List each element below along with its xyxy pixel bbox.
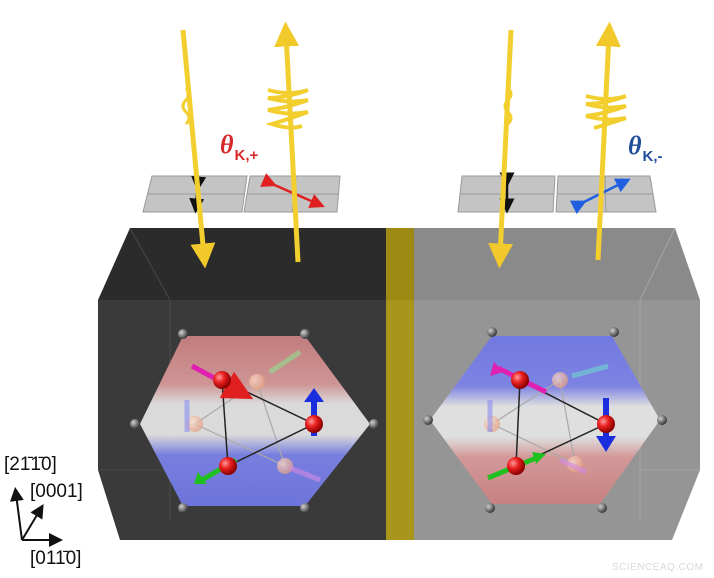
axis-label-horizontal: [011̄0] [30,548,82,569]
left-crystal-structure [130,329,379,513]
axis-label-vertical: [21̄1̄0] [4,454,57,475]
watermark: SCIENCEAQ.COM [612,562,704,573]
light-beams [180,21,627,269]
right-hexagon [430,336,660,504]
kerr-angle-minus-label: θK,- [628,131,663,165]
block-top-face-dark [98,228,386,300]
atom [219,457,237,475]
atom [507,457,525,475]
reflected-beam-right [595,21,621,261]
atom [597,415,615,433]
atom [511,371,529,389]
incident-beam-right [488,29,514,269]
block-top-face-light [414,228,700,300]
right-crystal-structure [423,327,667,513]
polarizer-plates [142,172,657,215]
atom [305,415,323,433]
incident-beam-left [180,29,216,269]
left-hexagon [140,336,370,506]
axis-label-diagonal: [0001] [30,481,83,502]
reflected-beam-left [274,21,301,263]
atom [213,371,231,389]
domain-wall [386,228,414,540]
kerr-angle-plus-label: θK,+ [220,130,259,164]
axes [9,487,63,547]
